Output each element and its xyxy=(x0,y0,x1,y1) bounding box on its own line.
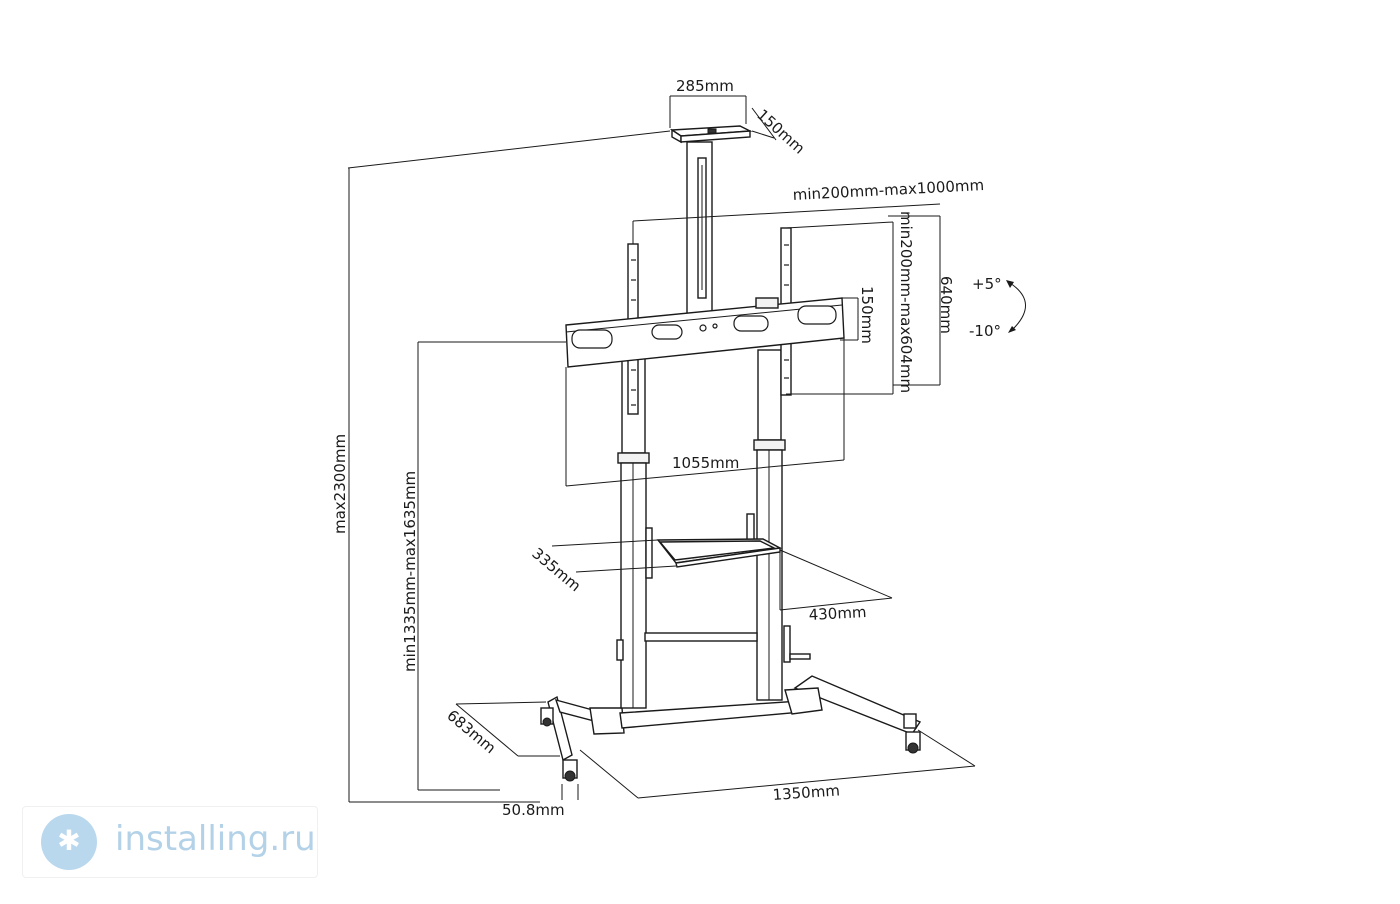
label-bracket-width: 1055mm xyxy=(672,454,739,472)
label-mount-height: min1335mm-max1635mm xyxy=(401,471,419,672)
caster-front-left xyxy=(562,759,578,782)
label-tray-width: 285mm xyxy=(676,77,734,95)
camera-column xyxy=(686,141,713,315)
snowflake-icon xyxy=(41,814,97,870)
left-foot-bracket xyxy=(589,707,625,735)
caster-back-left xyxy=(540,707,554,727)
label-tilt-up: +5° xyxy=(972,275,1002,293)
left-pole-clip xyxy=(616,639,624,661)
caster-front-right xyxy=(905,731,921,754)
label-shelf-depth: 335mm xyxy=(528,544,584,595)
label-max-height: max2300mm xyxy=(331,434,349,534)
label-tray-depth: 150mm xyxy=(753,106,808,158)
label-tilt-down: -10° xyxy=(969,322,1001,340)
camera-tray xyxy=(669,125,753,144)
dimension-lines xyxy=(347,95,1026,803)
base-crossbar xyxy=(619,700,803,729)
right-foot-bracket xyxy=(784,687,823,715)
right-pole xyxy=(753,349,786,701)
av-shelf xyxy=(645,513,783,579)
height-crank-handle xyxy=(783,625,811,663)
label-vesa-vertical: min200mm-max604mm xyxy=(897,211,915,393)
caster-back-right xyxy=(903,713,917,729)
left-leg xyxy=(547,695,573,762)
right-leg xyxy=(793,675,922,735)
label-vesa-horizontal: min200mm-max1000mm xyxy=(792,176,984,204)
pole-crossbar xyxy=(644,632,758,642)
label-base-width: 1350mm xyxy=(772,781,840,804)
label-slot-height: 150mm xyxy=(858,286,876,344)
label-arm-height: 640mm xyxy=(937,276,955,334)
label-base-depth: 683mm xyxy=(443,706,499,757)
vesa-bracket xyxy=(565,227,845,415)
base xyxy=(540,675,922,782)
label-pole-diameter: 50.8mm xyxy=(502,801,565,819)
watermark-text: installing.ru xyxy=(115,819,316,859)
label-shelf-width: 430mm xyxy=(808,603,867,624)
watermark-logo: installing.ru xyxy=(22,806,318,878)
